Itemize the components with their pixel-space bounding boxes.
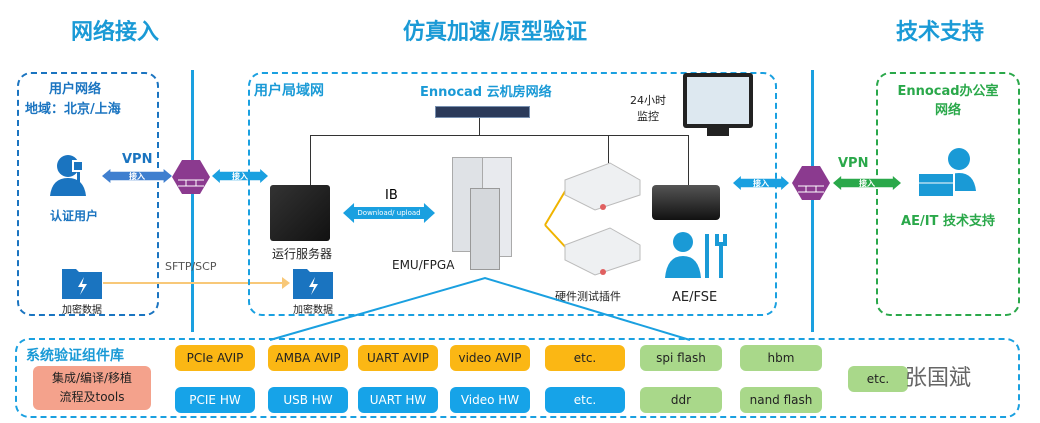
- support-label: AE/IT 技术支持: [901, 214, 995, 229]
- component-chip: PCIe AVIP: [175, 345, 255, 371]
- sftp-arrow: [103, 282, 288, 284]
- flow-tools-box: 集成/编译/移植 流程及tools: [33, 366, 151, 410]
- cloud-title: Ennocad 云机房网络: [420, 85, 552, 100]
- firewall-icon-right: [792, 166, 830, 200]
- component-chip: hbm: [740, 345, 822, 371]
- divider-left: [191, 70, 194, 332]
- section-title-access: 网络接入: [70, 20, 159, 45]
- sftp-label: SFTP/SCP: [165, 260, 217, 273]
- ib-arrow: Download/ upload: [343, 203, 435, 223]
- ae-fse-label: AE/FSE: [672, 290, 718, 305]
- component-chip: PCIE HW: [175, 387, 255, 413]
- bus-link: [608, 135, 609, 163]
- hw-plugin-icons: [544, 162, 641, 276]
- encrypted-data-label-lan: 加密数据: [293, 305, 333, 316]
- component-chip: ddr: [640, 387, 722, 413]
- vpn-label-left: VPN: [122, 152, 153, 167]
- run-server-label: 运行服务器: [271, 247, 332, 261]
- monitor-stand: [707, 128, 729, 136]
- emu-rack-icon: [470, 188, 500, 270]
- monitor-icon: [683, 73, 753, 128]
- office-box: [876, 72, 1020, 316]
- access-label: 接入: [753, 178, 769, 188]
- section-title-simulation: 仿真加速/原型验证: [402, 20, 588, 45]
- bus-link: [688, 135, 689, 185]
- component-chip: Video HW: [450, 387, 530, 413]
- vpn-arrow-left: 接入: [102, 169, 172, 183]
- component-chip: etc.: [545, 387, 625, 413]
- component-chip: AMBA AVIP: [268, 345, 348, 371]
- firewall-icon-left: [172, 160, 210, 194]
- box-device-icon: [652, 185, 720, 220]
- library-box: [15, 338, 1020, 418]
- component-chip: spi flash: [640, 345, 722, 371]
- component-chip: UART HW: [358, 387, 438, 413]
- encrypted-folder-icon: [62, 269, 102, 299]
- user-label: 认证用户: [50, 209, 99, 223]
- encrypted-folder-icon-lan: [293, 269, 333, 299]
- office-title: Ennocad办公室 网络: [897, 84, 999, 118]
- lan-box: [248, 72, 777, 316]
- watermark: 张国斌: [905, 366, 972, 391]
- bus-link: [479, 118, 480, 135]
- access-arrow-cloud: 接入: [733, 176, 789, 190]
- ib-label: IB: [385, 188, 398, 203]
- divider-right: [811, 70, 814, 332]
- monitor-label: 24小时 监控: [630, 94, 666, 123]
- component-chip: etc.: [545, 345, 625, 371]
- component-chip: USB HW: [268, 387, 348, 413]
- access-label: 接入: [859, 178, 875, 188]
- access-label: 接入: [129, 171, 145, 181]
- run-server-icon: [270, 185, 330, 241]
- emu-label: EMU/FPGA: [392, 258, 455, 272]
- library-title: 系统验证组件库: [26, 348, 124, 364]
- lan-title: 用户局域网: [254, 83, 324, 99]
- encrypted-data-label: 加密数据: [62, 305, 102, 316]
- bus-link: [310, 135, 311, 185]
- network-switch-icon: [435, 106, 530, 118]
- network-bus: [310, 135, 688, 136]
- chip-extra: etc.: [848, 366, 908, 392]
- user-key-icon: [50, 155, 86, 196]
- user-network-label: 用户网络: [49, 82, 102, 97]
- hw-plugin-label: 硬件测试插件: [555, 290, 621, 303]
- user-network-region: 地域：北京/上海: [25, 102, 121, 117]
- section-title-support: 技术支持: [895, 20, 984, 45]
- component-chip: UART AVIP: [358, 345, 438, 371]
- ib-arrow-label: Download/ upload: [357, 209, 421, 217]
- access-arrow-lan: 接入: [212, 169, 268, 183]
- sftp-arrow-head: [282, 277, 290, 289]
- access-label: 接入: [232, 171, 248, 181]
- component-chip: nand flash: [740, 387, 822, 413]
- vpn-label-right: VPN: [838, 156, 869, 171]
- component-chip: video AVIP: [450, 345, 530, 371]
- ae-engineer-icon: [665, 232, 727, 278]
- vpn-arrow-right: 接入: [833, 176, 901, 190]
- user-network-title: 用户网络 地域：北京/上海: [25, 80, 121, 120]
- it-support-icon: [917, 148, 976, 198]
- user-network-box: [17, 72, 159, 316]
